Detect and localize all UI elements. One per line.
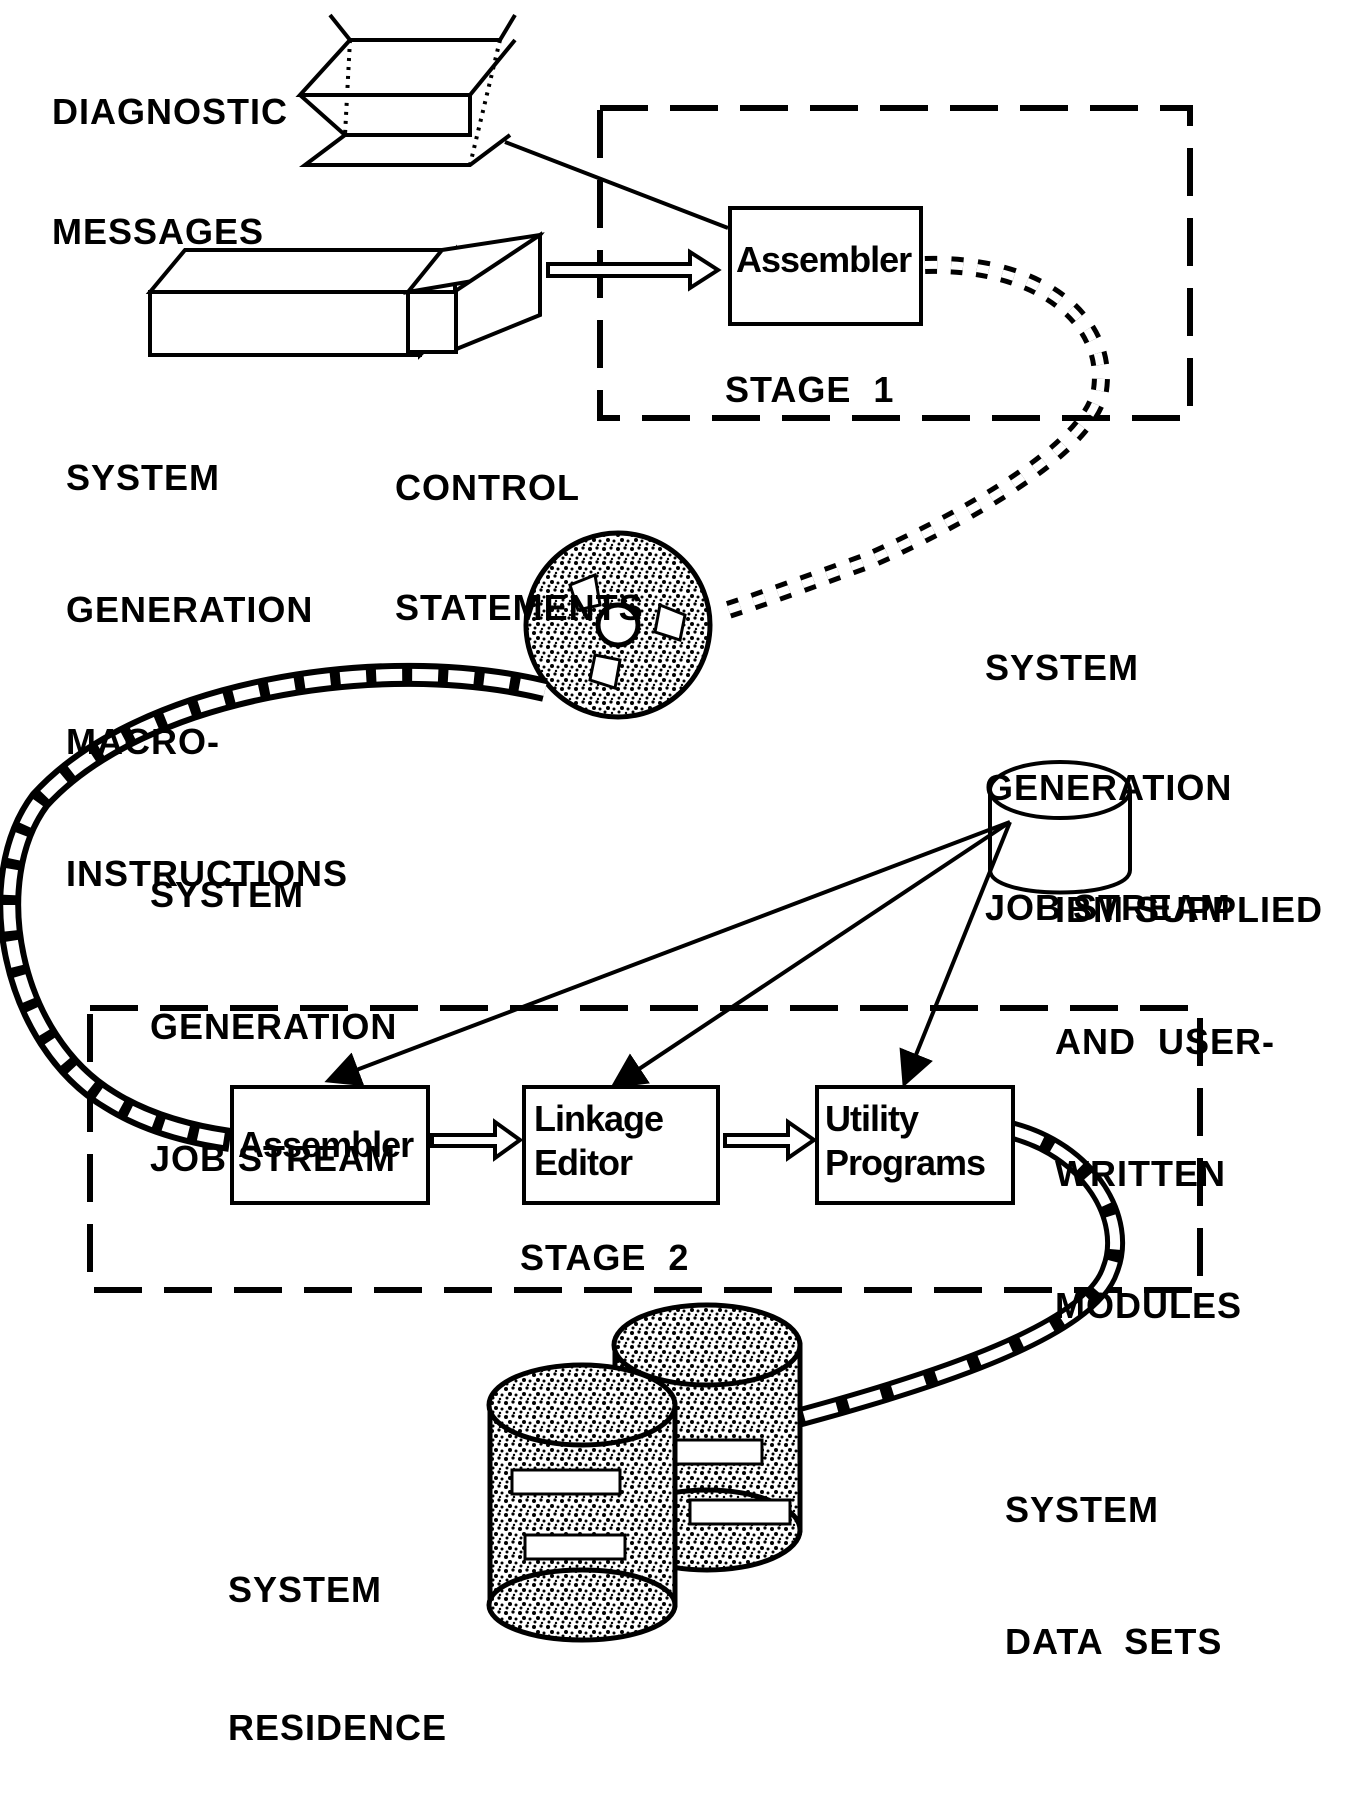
messages-connector [505,142,728,228]
printout-icon [300,15,515,165]
assembler-to-linkage-arrow [432,1122,520,1158]
system-data-sets-label: SYSTEM DATA SETS [1005,1400,1222,1708]
linkage-editor-box[interactable]: Linkage Editor [522,1085,720,1205]
assembler-box-stage1-label: Assembler [736,238,919,282]
utility-programs-label-line1: Utility [825,1097,1011,1141]
linkage-to-utility-arrow [725,1122,814,1158]
utility-programs-label-line2: Programs [825,1141,1011,1185]
linkage-editor-label-line1: Linkage [534,1097,716,1141]
diagnostic-messages-label: DIAGNOSTIC MESSAGES [52,12,288,292]
stage1-label: STAGE 1 [725,370,894,410]
job-stream-label-left: SYSTEM GENERATION JOB STREAM [150,785,397,1225]
utility-programs-box[interactable]: Utility Programs [815,1085,1015,1205]
module-connectors [330,822,1010,1085]
deck-to-assembler-arrow [548,252,718,288]
system-residence-label: SYSTEM RESIDENCE [228,1475,447,1797]
stage2-label: STAGE 2 [520,1238,689,1278]
residence-disk-pack-front [489,1365,675,1640]
control-statements-label: CONTROL STATEMENTS [395,388,644,668]
assembler-box-stage1[interactable]: Assembler [728,206,923,326]
ibm-modules-label: IBM SUPPLIED AND USER- WRITTEN MODULES [1055,800,1323,1372]
linkage-editor-label-line2: Editor [534,1141,716,1185]
